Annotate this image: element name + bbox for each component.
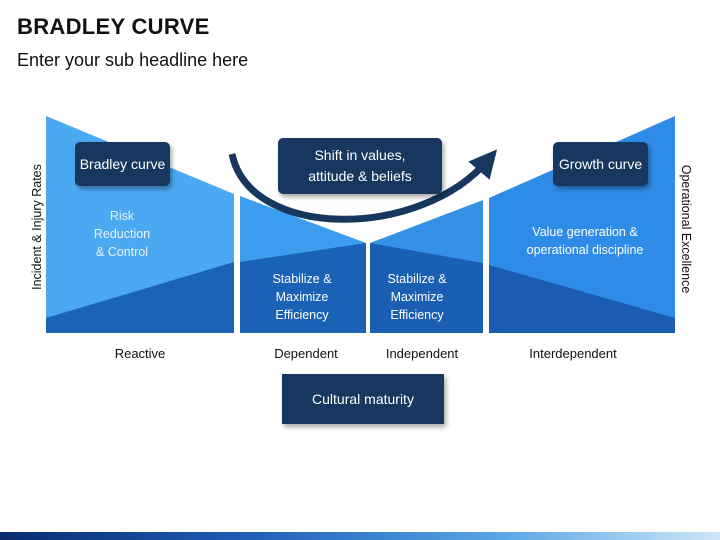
growth-curve-label: Growth curve [553, 142, 648, 186]
dependent-text: Stabilize & Maximize Efficiency [272, 272, 332, 322]
page-subtitle: Enter your sub headline here [17, 50, 249, 70]
reactive-text: Risk Reduction & Control [93, 209, 151, 259]
independent-panel [370, 200, 483, 333]
curved-arrow [228, 149, 498, 223]
stage-label-reactive: Reactive [114, 346, 166, 361]
shift-values-box: Shift in values, attitude & beliefs [278, 138, 442, 194]
stage-label-dependent: Dependent [274, 346, 338, 361]
interdependent-text: Value generation & operational disciplin… [526, 225, 644, 257]
dependent-panel [240, 196, 366, 333]
stage-label-interdependent: Interdependent [529, 346, 617, 361]
page-title: BRADLEY CURVE [17, 14, 210, 39]
stage-label-independent: Independent [385, 346, 459, 361]
cultural-maturity-box: Cultural maturity [282, 374, 444, 424]
footer-bar [0, 532, 720, 540]
bradley-curve-label: Bradley curve [75, 142, 170, 186]
right-axis-label: Operational Excellence [679, 164, 693, 294]
independent-text: Stabilize & Maximize Efficiency [387, 272, 447, 322]
left-axis-label: Incident & Injury Rates [30, 164, 44, 290]
